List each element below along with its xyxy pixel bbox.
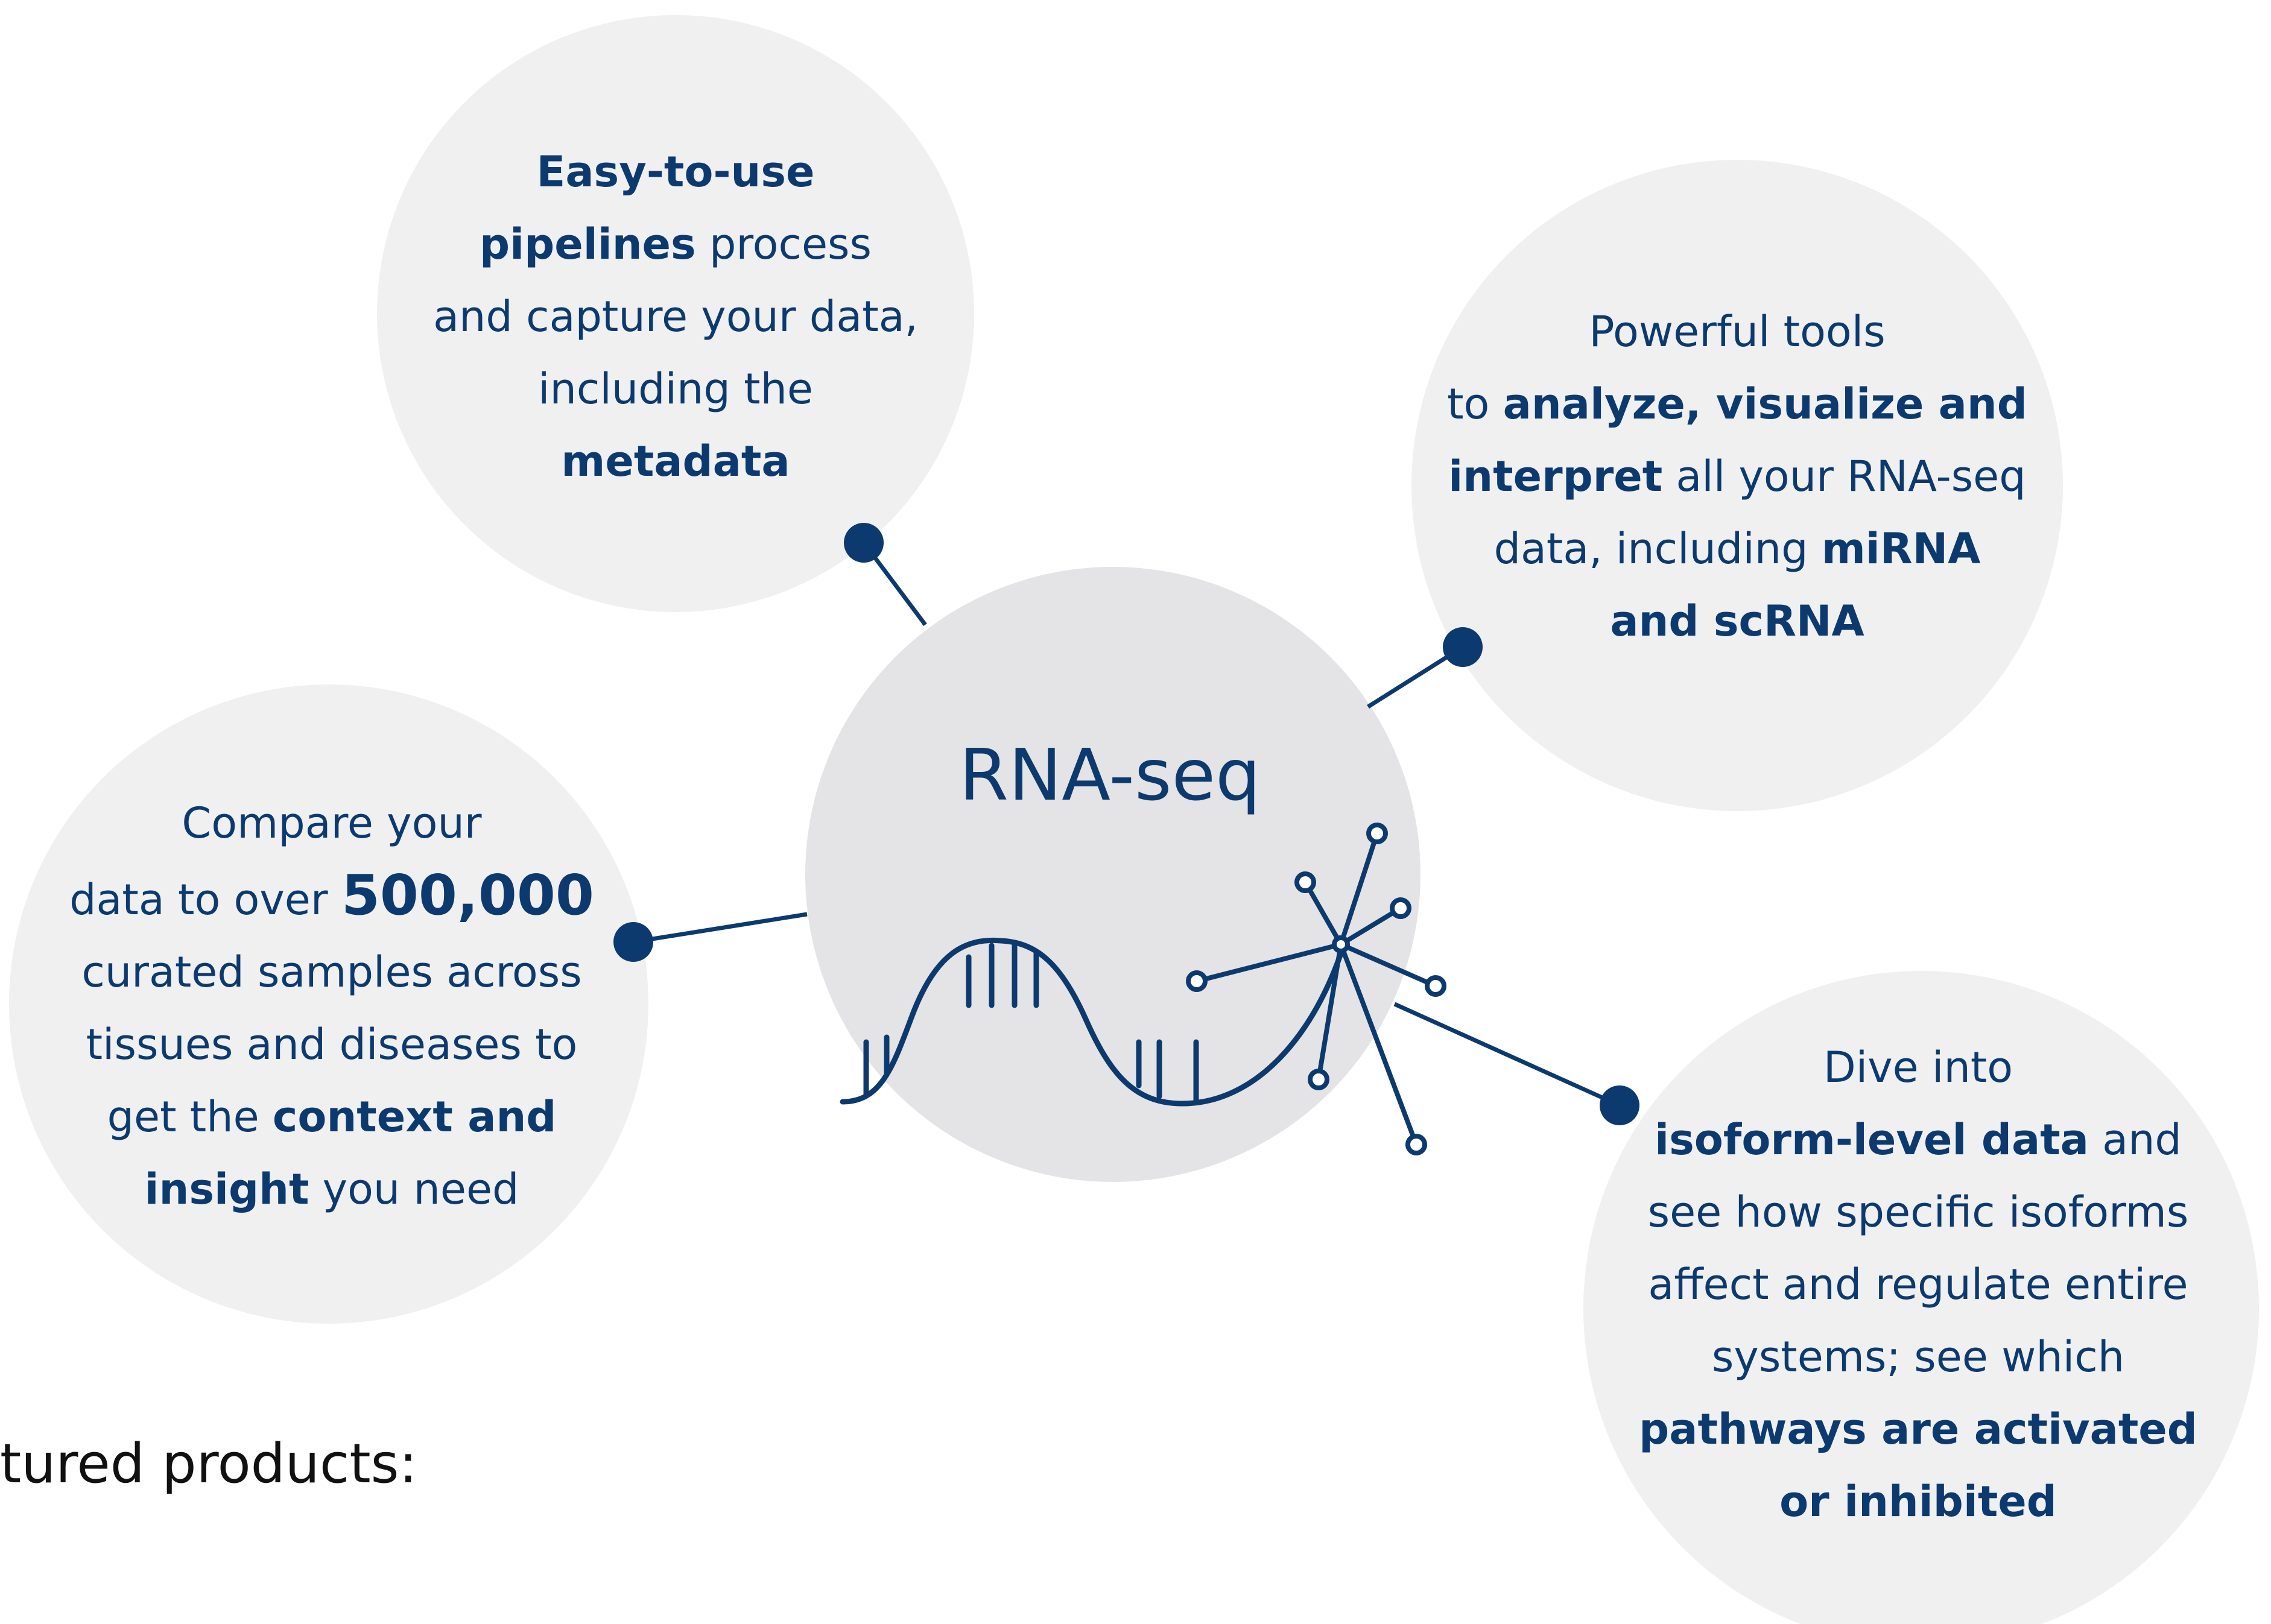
bubble-top (377, 15, 974, 612)
connector-dot-bottom-right (1600, 1085, 1639, 1125)
body-text: Dive into (1823, 1043, 2013, 1092)
emphasis-text: or inhibited (1779, 1477, 2057, 1526)
text-line: Easy-to-use (374, 136, 977, 208)
body-text: process (695, 220, 872, 269)
body-text: curated samples across (81, 947, 582, 997)
text-line: pipelines process (374, 208, 977, 280)
body-text: to (1447, 379, 1503, 429)
bubble-right (1411, 160, 2063, 811)
rna-strand-icon (840, 937, 1348, 1107)
body-text: tissues and diseases to (86, 1020, 578, 1069)
body-text: Powerful tools (1589, 307, 1886, 356)
bubble-bottom-right-text: Dive into isoform-level data and see how s… (1586, 1031, 2250, 1538)
text-line: interpret all your RNA-seq (1411, 440, 2063, 513)
emphasis-text: pipelines (480, 220, 696, 269)
connector-dot-left (613, 922, 653, 962)
body-text: affect and regulate entire (1648, 1260, 2188, 1309)
text-line: Compare your (21, 787, 642, 859)
text-line: data to over 500,000 (21, 859, 642, 936)
text-line: isoform-level data and (1586, 1104, 2250, 1176)
body-text: systems; see which (1711, 1332, 2125, 1382)
bubble-left-text: Compare your data to over 500,000 curated … (21, 787, 642, 1225)
text-line: and scRNA (1411, 585, 2063, 657)
text-line: insight you need (21, 1153, 642, 1225)
connector-left (633, 912, 808, 944)
emphasis-text: and scRNA (1610, 596, 1864, 646)
text-line: and capture your data, (374, 280, 977, 353)
body-text: and (2088, 1115, 2182, 1164)
emphasis-text: interpret (1448, 452, 1663, 501)
emphasis-text: pathways are activated (1639, 1404, 2197, 1454)
bubble-top-text: Easy-to-use pipelines process and capture … (374, 136, 977, 498)
emphasis-text: analyze, visualize and (1503, 379, 2027, 429)
emphasis-text: insight (144, 1164, 309, 1214)
text-line: systems; see which (1586, 1321, 2250, 1393)
body-text: Compare your (182, 798, 482, 848)
emphasis-text: metadata (561, 437, 790, 486)
connector-dot-top (844, 523, 884, 563)
text-line: metadata (374, 425, 977, 498)
footer-text: tured products: (0, 1432, 417, 1496)
body-text: see how specific isoforms (1647, 1187, 2189, 1237)
emphasis-text: context and (272, 1092, 557, 1142)
emphasis-text: isoform-level data (1655, 1115, 2089, 1164)
text-line: pathways are activated (1586, 1393, 2250, 1465)
body-text: data, including (1493, 524, 1822, 573)
text-line: see how specific isoforms (1586, 1176, 2250, 1248)
body-text: including the (538, 364, 813, 414)
body-text: get the (107, 1092, 273, 1142)
bubble-center (805, 567, 1421, 1182)
body-text: data to over (69, 875, 341, 924)
text-line: tissues and diseases to (21, 1008, 642, 1081)
text-line: to analyze, visualize and (1411, 368, 2063, 440)
body-text: you need (309, 1164, 519, 1214)
connector-dot-right (1443, 627, 1483, 667)
text-line: curated samples across (21, 936, 642, 1008)
body-text: all your RNA-seq (1662, 452, 2026, 501)
body-text: and capture your data, (433, 292, 918, 341)
network-node-icon (1186, 823, 1446, 1155)
text-line: Dive into (1586, 1031, 2250, 1104)
emphasis-text: 500,000 (341, 863, 594, 927)
center-title: RNA-seq (959, 733, 1261, 817)
emphasis-text: Easy-to-use (536, 147, 815, 197)
text-line: including the (374, 353, 977, 425)
text-line: Powerful tools (1411, 295, 2063, 368)
connector-bottom-right (1393, 1002, 1621, 1108)
text-line: or inhibited (1586, 1465, 2250, 1538)
connector-dots (613, 523, 1639, 1125)
text-line: data, including miRNA (1411, 513, 2063, 585)
text-line: get the context and (21, 1081, 642, 1153)
bubble-left (9, 684, 648, 1324)
bubble-bottom-right (1583, 971, 2259, 1624)
emphasis-text: miRNA (1821, 524, 1981, 573)
text-line: affect and regulate entire (1586, 1248, 2250, 1321)
